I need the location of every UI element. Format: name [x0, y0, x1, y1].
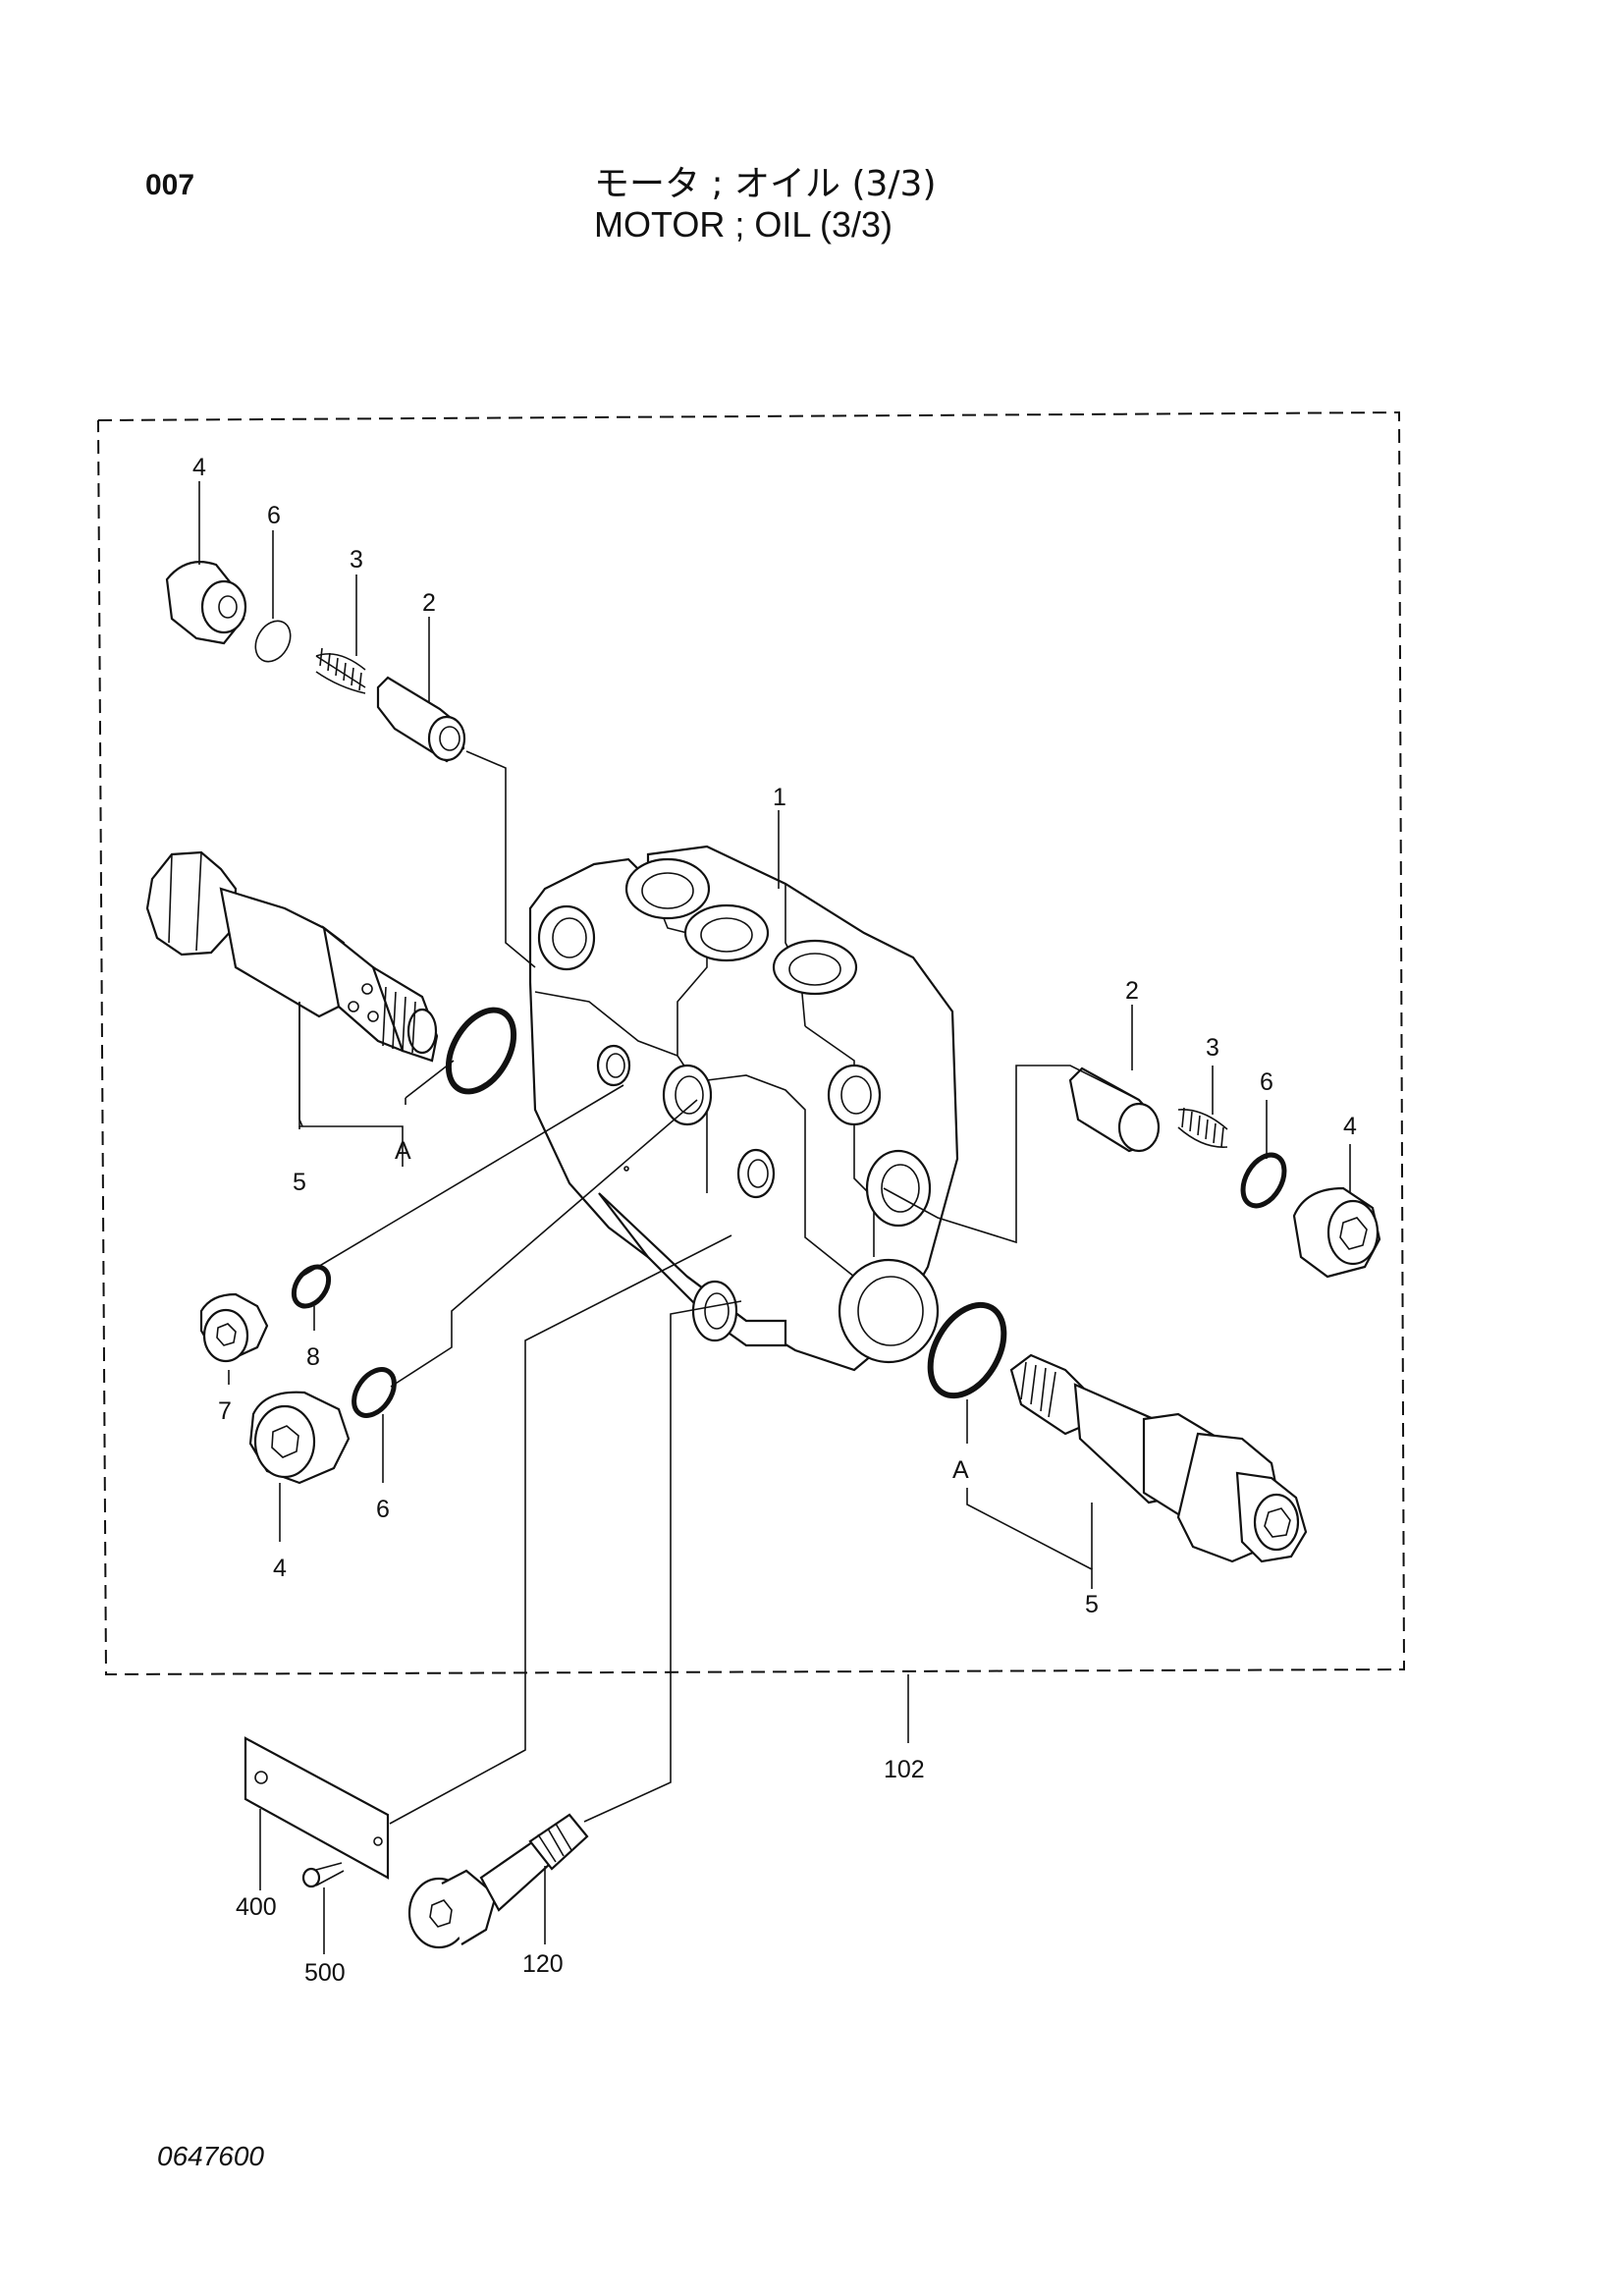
spring-part-3-top-left	[315, 647, 366, 694]
callout-5-right: 5	[1085, 1591, 1099, 1618]
callout-6-bottom: 6	[376, 1496, 390, 1523]
relief-valve-part-5-left	[145, 850, 439, 1063]
valve-body-part-1	[528, 845, 959, 1372]
callout-102: 102	[884, 1756, 925, 1783]
callout-400: 400	[236, 1893, 277, 1921]
o-ring-part-6-bottom	[352, 1367, 397, 1418]
assembly-boundary	[97, 410, 1406, 1676]
callout-2-left: 2	[422, 589, 436, 617]
spring-part-3-right	[1177, 1107, 1228, 1148]
o-ring-part-8	[291, 1264, 332, 1309]
screw-part-500	[301, 1862, 345, 1888]
o-ring-part-6-right	[1240, 1152, 1287, 1209]
poppet-part-2-right	[1068, 1066, 1161, 1153]
callout-6-top-left: 6	[267, 502, 281, 529]
page-title-english: MOTOR ; OIL (3/3)	[594, 204, 893, 245]
callout-a-left: A	[395, 1137, 411, 1165]
page-number: 007	[145, 169, 195, 201]
plug-part-4-right	[1292, 1186, 1381, 1279]
poppet-part-2-top-left	[376, 676, 466, 763]
callout-4-right: 4	[1343, 1113, 1357, 1140]
page-title-japanese: モータ ; オイル (3/3)	[594, 164, 937, 204]
o-ring-part-6-top-left	[254, 620, 292, 663]
plug-part-7	[199, 1292, 269, 1363]
plate-part-400	[243, 1736, 390, 1880]
callout-3-right: 3	[1206, 1034, 1219, 1062]
callout-a-right: A	[952, 1456, 969, 1484]
callout-500: 500	[304, 1959, 346, 1987]
leader-lines	[198, 481, 1351, 1954]
o-ring-part-5-left	[445, 1007, 517, 1095]
plug-part-4-top-left	[165, 561, 247, 645]
callout-120: 120	[522, 1950, 564, 1978]
callout-4-bottom: 4	[273, 1555, 287, 1582]
callout-2-right: 2	[1125, 977, 1139, 1005]
relief-valve-part-5-right	[1009, 1353, 1308, 1563]
callout-1: 1	[773, 784, 786, 811]
callout-4-top-left: 4	[192, 454, 206, 481]
callout-7: 7	[218, 1397, 232, 1425]
callout-3-left: 3	[350, 546, 363, 574]
o-ring-part-5-right	[927, 1301, 1007, 1399]
callout-6-right: 6	[1260, 1068, 1273, 1096]
drawing-number: 0647600	[157, 2141, 265, 2171]
callout-8: 8	[306, 1343, 320, 1371]
callout-labels: 1 2 3 6 4 2 3 6 4 A 5 A 5 8 7 6 4 102 40…	[192, 454, 1357, 1987]
plug-part-4-bottom	[248, 1391, 351, 1485]
callout-5-left: 5	[293, 1169, 306, 1196]
bolt-part-120	[407, 1813, 589, 1949]
